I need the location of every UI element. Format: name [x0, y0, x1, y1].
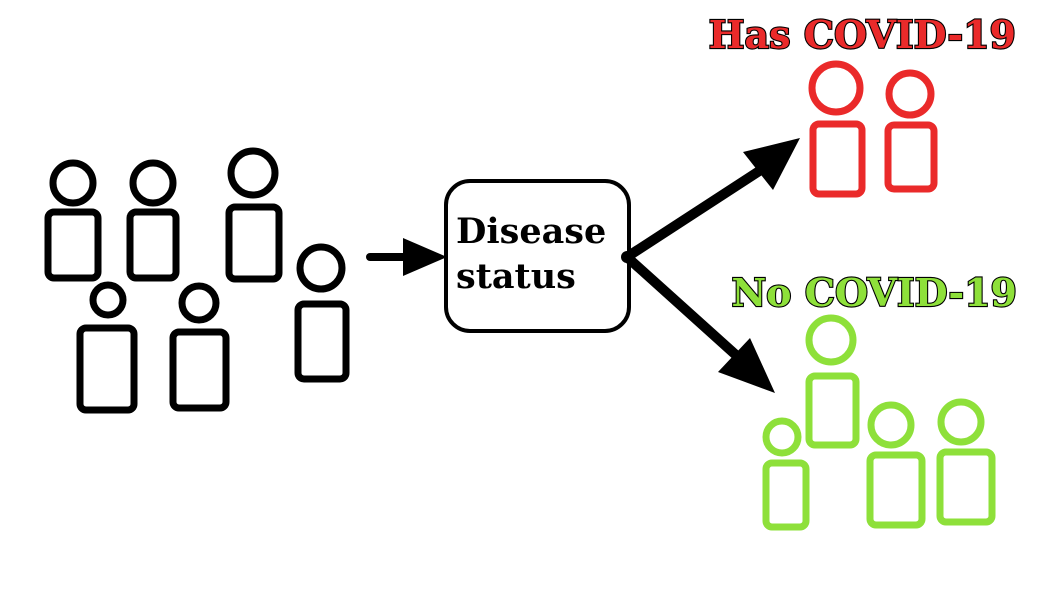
branch-junction [621, 251, 633, 263]
person-icon [936, 398, 996, 526]
person-icon [44, 159, 102, 282]
person-icon [294, 243, 350, 383]
person-icon [169, 282, 230, 412]
person-icon [866, 401, 926, 529]
person-icon [884, 69, 938, 193]
person-icon [808, 60, 866, 198]
branch-arrow-positive [622, 138, 800, 262]
positive-outcome-group: Has COVID-19 [707, 11, 1017, 198]
person-icon [225, 147, 283, 283]
population-group [44, 147, 350, 414]
box-label-line2: status [456, 256, 576, 297]
box-label-line1: Disease [456, 211, 606, 252]
person-icon [805, 314, 860, 449]
negative-outcome-group: No COVID-19 [730, 269, 1018, 531]
no-covid-label: No COVID-19 [731, 270, 1017, 315]
branch-arrow-negative [622, 252, 775, 393]
disease-status-box: Disease status [444, 179, 631, 333]
person-icon [76, 281, 138, 414]
input-arrow [366, 238, 447, 276]
person-icon [126, 159, 180, 282]
person-icon [762, 417, 810, 531]
has-covid-label: Has COVID-19 [709, 12, 1016, 57]
